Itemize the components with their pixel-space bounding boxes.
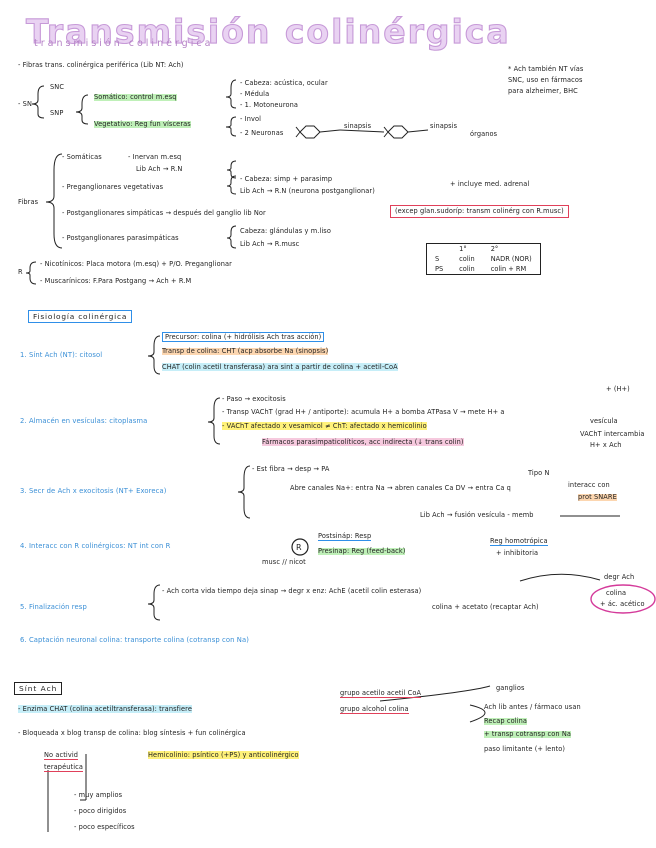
nicotinicos-line: - Nicotínicos: Placa motora (m.esq) + P/… bbox=[40, 261, 232, 268]
step-2-item-3: - VAChT afectado x vesamicol ≠ ChT: afec… bbox=[222, 423, 427, 430]
svg-text:R: R bbox=[296, 543, 302, 552]
postsimpaticas-exception-box: (excep glan.sudoríp: transm colinérg con… bbox=[390, 205, 569, 218]
sint-right-4: paso limitante (+ lento) bbox=[484, 746, 565, 753]
neurotransmitter-table: 1° 2° S colin NADR (NOR) PS colin colin … bbox=[426, 243, 541, 275]
table-head-cell bbox=[427, 244, 452, 255]
step-4-side-2: + inhibitoria bbox=[496, 550, 538, 557]
sint-list-item-3: - poco específicos bbox=[74, 824, 135, 831]
step-5-circle-1: degr Ach bbox=[604, 574, 634, 581]
table-cell: NADR (NOR) bbox=[483, 254, 541, 264]
step-3-side-2: interacc con bbox=[568, 482, 610, 489]
step-3-item-1: - Est fibra → desp → PA bbox=[252, 466, 330, 473]
step-4-label: 4. Interacc con R colinérgicos: NT int c… bbox=[20, 543, 170, 550]
step-4-item-2: Presinap: Reg (feed-back) bbox=[318, 548, 405, 555]
step-3-item-2: Abre canales Na+: entra Na → abren canal… bbox=[290, 485, 511, 492]
sint-alcohol: grupo alcohol colina bbox=[340, 706, 409, 713]
sint-ganglios: ganglios bbox=[496, 685, 525, 692]
preganglionares-item-3: + incluye med. adrenal bbox=[450, 181, 529, 188]
sint-terapeutica: terapéutica bbox=[44, 764, 83, 772]
sint-right-3: + transp cotransp con Na bbox=[484, 731, 571, 738]
step-5-label: 5. Finalización resp bbox=[20, 604, 87, 611]
table-cell: colin + RM bbox=[483, 264, 541, 275]
step-1-item-3: CHAT (colin acetil transferasa) ara sint… bbox=[162, 364, 398, 371]
step-2-side-3: VAChT intercambia bbox=[580, 431, 644, 438]
step-2-item-1: - Paso → exocitosis bbox=[222, 396, 286, 403]
table-cell: PS bbox=[427, 264, 452, 275]
sint-enzima: - Enzima CHAT (colina acetiltransferasa)… bbox=[18, 706, 192, 713]
somaticas-item-1: - Inervan m.esq bbox=[128, 154, 181, 161]
step-5-circle-3: + ác. acético bbox=[600, 601, 645, 608]
receptores-label: R bbox=[18, 269, 23, 276]
somaticas-item-2: Lib Ach → R.N bbox=[136, 166, 182, 173]
muscarinicos-line: - Muscarínicos: F.Para Postgang → Ach + … bbox=[40, 278, 191, 285]
postparasimpaticas-item-2: Lib Ach → R.musc bbox=[240, 241, 299, 248]
step-3-item-3: Lib Ach → fusión vesícula - memb bbox=[420, 512, 534, 519]
step-2-side-4: H+ x Ach bbox=[590, 442, 622, 449]
step-4-under: musc // nicot bbox=[262, 559, 306, 566]
step-5-circle-2: colina bbox=[606, 590, 626, 597]
sint-right-2: Recap colina bbox=[484, 718, 527, 725]
step-2-item-2: - Transp VAChT (grad H+ / antiporte): ac… bbox=[222, 409, 505, 416]
sint-ach-title: Sínt Ach bbox=[14, 682, 62, 695]
table-cell: colin bbox=[451, 264, 483, 275]
sint-bloqueada: - Bloqueada x blog transp de colina: blo… bbox=[18, 730, 246, 737]
step-3-label: 3. Secr de Ach x exocitosis (NT+ Exoreca… bbox=[20, 488, 167, 495]
fisiologia-title: Fisiología colinérgica bbox=[28, 310, 132, 323]
preganglionares-item-1: - Cabeza: simp + parasimp bbox=[240, 176, 332, 183]
sint-right-1: Ach lib antes / fármaco usan bbox=[484, 704, 581, 711]
step-2-label: 2. Almacén en vesículas: citoplasma bbox=[20, 418, 147, 425]
step-2-item-4: Fármacos parasimpaticolíticos, acc indir… bbox=[262, 439, 464, 446]
sint-list-item-1: - muy amplios bbox=[74, 792, 122, 799]
step-1-item-2: Transp de colina: CHT (acp absorbe Na (s… bbox=[162, 348, 328, 355]
step-1-item-1: Precursor: colina (+ hidrólisis Ach tras… bbox=[162, 334, 324, 341]
table-head-cell: 2° bbox=[483, 244, 541, 255]
step-4-side-1: Reg homotrópica bbox=[490, 538, 548, 546]
sint-list-item-2: - poco dirigidos bbox=[74, 808, 126, 815]
table-cell: S bbox=[427, 254, 452, 264]
step-5-item-2: colina + acetato (recaptar Ach) bbox=[432, 604, 539, 611]
step-6-label: 6. Captación neuronal colina: transporte… bbox=[20, 637, 249, 644]
step-3-side-1: Tipo N bbox=[528, 470, 550, 477]
step-2-side-2: vesícula bbox=[590, 418, 618, 425]
step-4-item-1: Postsináp: Resp bbox=[318, 533, 371, 540]
postparasimpaticas-item-1: Cabeza: glándulas y m.liso bbox=[240, 228, 331, 235]
sint-no-activid: No activid bbox=[44, 752, 78, 760]
step-5-item-1: - Ach corta vida tiempo deja sinap → deg… bbox=[162, 588, 421, 595]
preganglionares-item-2: Lib Ach → R.N (neurona postganglionar) bbox=[240, 188, 375, 195]
step-3-side-3: prot SNARE bbox=[578, 494, 617, 501]
step-1-label: 1. Sínt Ach (NT): citosol bbox=[20, 352, 102, 359]
sint-acetilo: grupo acetilo acetil CoA bbox=[340, 690, 421, 697]
postparasimpaticas-label: - Postganglionares parasimpáticas bbox=[62, 235, 179, 242]
preganglionares-label: - Preganglionares vegetativas bbox=[62, 184, 163, 191]
table-head-cell: 1° bbox=[451, 244, 483, 255]
sint-hemicolinio: Hemicolinio: psíntico (+PS) y anticoliné… bbox=[148, 752, 299, 759]
fibras-label: Fibras bbox=[18, 199, 38, 206]
step-2-side-1: + (H+) bbox=[606, 386, 630, 393]
somaticas-label: - Somáticas bbox=[62, 154, 102, 161]
postsimpaticas-label: - Postganglionares simpáticas → después … bbox=[62, 210, 266, 217]
table-cell: colin bbox=[451, 254, 483, 264]
